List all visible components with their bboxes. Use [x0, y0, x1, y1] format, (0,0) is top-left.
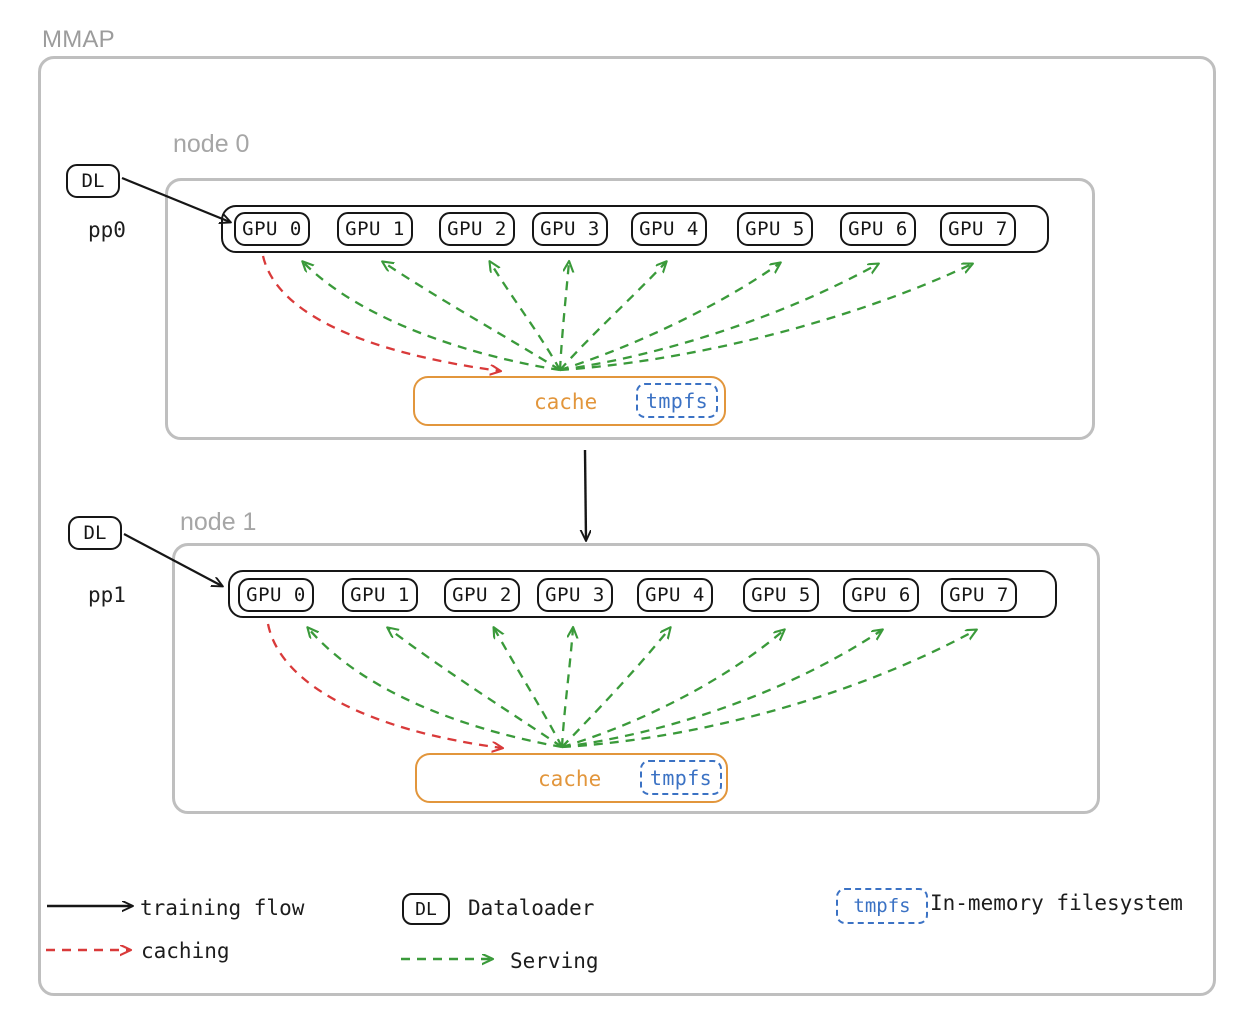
node-1-gpu-1[interactable]: GPU 1 [342, 578, 418, 612]
node-1-title: node 1 [180, 508, 257, 536]
node-1-gpu-0[interactable]: GPU 0 [238, 578, 314, 612]
node-0-dataloader-chip[interactable]: DL [66, 164, 120, 198]
legend-training-flow-label: training flow [140, 896, 305, 920]
node-0-gpu-6[interactable]: GPU 6 [840, 212, 916, 246]
node-0-gpu-7[interactable]: GPU 7 [940, 212, 1016, 246]
node-0-pp-label: pp0 [88, 218, 126, 242]
node-0-gpu-3[interactable]: GPU 3 [532, 212, 608, 246]
node-0-frame [165, 178, 1095, 440]
legend-dataloader-label: Dataloader [468, 896, 595, 920]
node-0-gpu-0[interactable]: GPU 0 [234, 212, 310, 246]
legend-tmpfs-label: In-memory filesystem [930, 891, 1183, 915]
legend-dataloader-chip: DL [402, 893, 450, 925]
legend-tmpfs-chip: tmpfs [836, 888, 928, 924]
node-0-title: node 0 [173, 130, 250, 158]
node-0-tmpfs-badge: tmpfs [636, 383, 718, 418]
page-title: MMAP [42, 26, 115, 53]
node-0-gpu-1[interactable]: GPU 1 [337, 212, 413, 246]
node-0-gpu-5[interactable]: GPU 5 [737, 212, 813, 246]
mmap-outer-frame [38, 56, 1216, 996]
legend-caching-label: caching [141, 939, 230, 963]
node-1-frame [172, 543, 1100, 814]
node-1-gpu-5[interactable]: GPU 5 [743, 578, 819, 612]
node-1-tmpfs-badge: tmpfs [640, 760, 722, 795]
node-1-gpu-3[interactable]: GPU 3 [537, 578, 613, 612]
node-1-gpu-7[interactable]: GPU 7 [941, 578, 1017, 612]
node-1-gpu-2[interactable]: GPU 2 [444, 578, 520, 612]
node-1-pp-label: pp1 [88, 583, 126, 607]
node-0-gpu-4[interactable]: GPU 4 [631, 212, 707, 246]
node-1-gpu-6[interactable]: GPU 6 [843, 578, 919, 612]
node-1-gpu-4[interactable]: GPU 4 [637, 578, 713, 612]
node-0-cache-label: cache [534, 390, 598, 414]
node-1-cache-label: cache [538, 767, 602, 791]
legend-serving-label: Serving [510, 949, 599, 973]
node-1-dataloader-chip[interactable]: DL [68, 516, 122, 550]
node-0-gpu-2[interactable]: GPU 2 [439, 212, 515, 246]
